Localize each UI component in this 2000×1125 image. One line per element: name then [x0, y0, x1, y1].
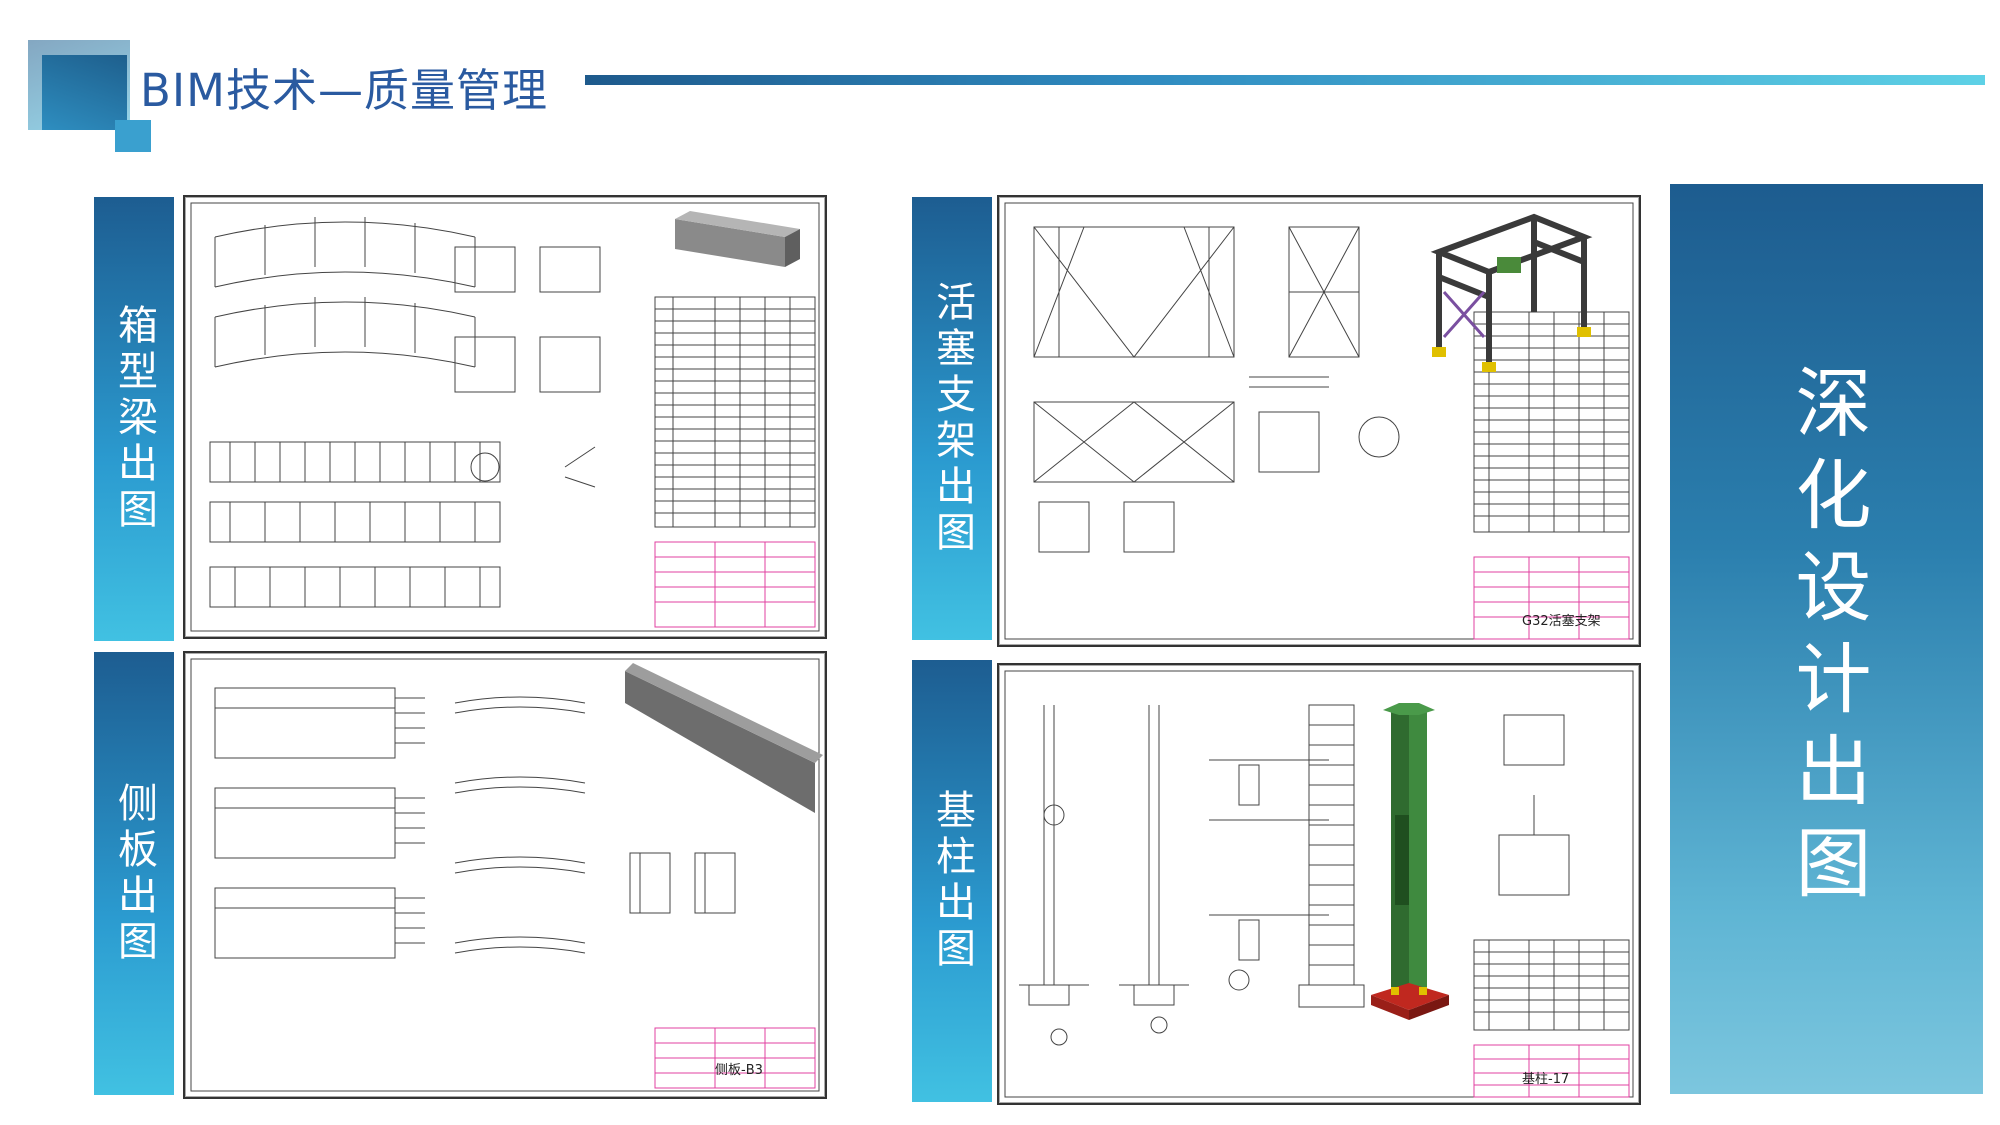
title-underline: [585, 75, 1985, 85]
drawing-box-girder: [183, 195, 827, 639]
tab-label: 箱型梁出图: [111, 304, 157, 534]
drawing-caption: G32活塞支架: [1522, 614, 1601, 629]
drawing-base-column: 基柱-17: [997, 663, 1641, 1105]
tab-side-plate: 侧板出图: [94, 652, 174, 1095]
tab-label: 活塞支架出图: [929, 280, 975, 557]
right-panel: 深化设计出图: [1670, 184, 1983, 1094]
page-title: BIM技术—质量管理: [140, 64, 548, 117]
logo-square-front: [42, 55, 127, 130]
logo-square-small: [115, 120, 151, 152]
drawing-piston-bracket: G32活塞支架: [997, 195, 1641, 647]
drawing-sheet: [1004, 670, 1634, 1098]
right-panel-label: 深化设计出图: [1782, 363, 1872, 915]
tab-label: 基柱出图: [929, 789, 975, 973]
drawing-caption: 侧板-B3: [715, 1063, 763, 1078]
tab-box-girder: 箱型梁出图: [94, 197, 174, 641]
tab-base-column: 基柱出图: [912, 660, 992, 1102]
drawing-sheet: [190, 658, 823, 1092]
drawing-caption: 基柱-17: [1522, 1072, 1570, 1087]
tab-label: 侧板出图: [111, 781, 157, 966]
drawing-side-plate: 侧板-B3: [183, 651, 827, 1099]
tab-piston-bracket: 活塞支架出图: [912, 197, 992, 640]
drawing-sheet: [1004, 202, 1634, 640]
drawing-sheet: [190, 202, 820, 632]
